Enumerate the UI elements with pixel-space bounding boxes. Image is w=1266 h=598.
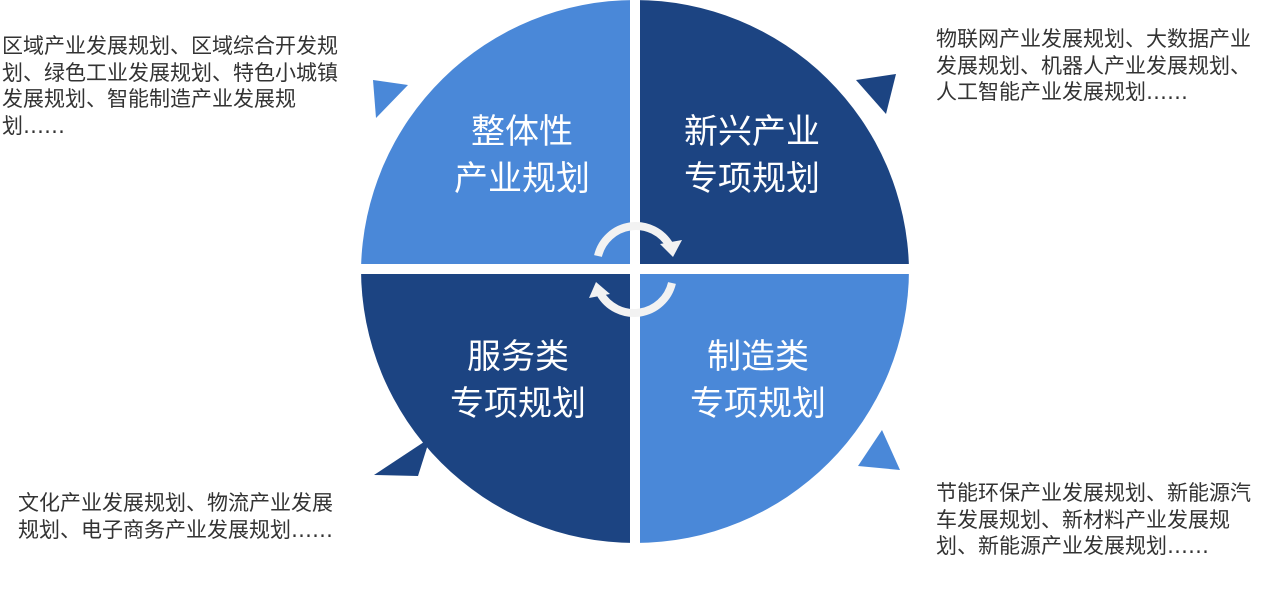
quadrant-service-description: 文化产业发展规划、物流产业发展规划、电子商务产业发展规划…… [18, 491, 333, 542]
cycle-arrows-icon [589, 222, 682, 317]
quadrant-service-label-line-1: 服务类 [467, 337, 569, 377]
quadrant-emerging-label-line-2: 专项规划 [684, 159, 820, 199]
quadrant-manufacturing-label-line-2: 专项规划 [690, 384, 826, 424]
quadrant-integral-label-line-1: 整体性 [471, 112, 573, 152]
quadrant-manufacturing-label-line-1: 制造类 [707, 337, 809, 377]
triangle-pointer-icon [373, 80, 408, 118]
quadrant-emerging-description: 物联网产业发展规划、大数据产业发展规划、机器人产业发展规划、人工智能产业发展规划… [936, 27, 1251, 104]
quadrant-integral-label-line-2: 产业规划 [454, 159, 590, 199]
quadrant-manufacturing-description: 节能环保产业发展规划、新能源汽车发展规划、新材料产业发展规划、新能源产业发展规划… [936, 481, 1251, 558]
triangle-pointer-icon [858, 430, 900, 470]
quadrant-emerging-wedge [635, 0, 909, 269]
quadrant-integral-wedge [361, 0, 635, 269]
quadrant-service-wedge [361, 269, 635, 543]
triangle-pointer-icon [856, 74, 896, 114]
triangle-pointer-icon [374, 438, 430, 476]
quadrant-integral-description: 区域产业发展规划、区域综合开发规划、绿色工业发展规划、特色小城镇发展规划、智能制… [2, 34, 338, 138]
quadrant-service-label-line-2: 专项规划 [450, 384, 586, 424]
quadrant-manufacturing-wedge [635, 269, 909, 543]
horizontal-gap [358, 264, 912, 274]
quadrant-emerging-label-line-1: 新兴产业 [684, 112, 820, 152]
